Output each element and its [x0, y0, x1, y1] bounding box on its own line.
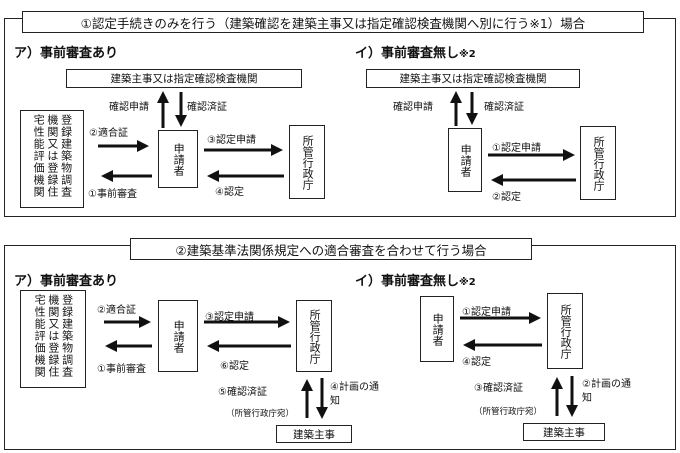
- s1-right-heading-text: イ）事前審査無し: [355, 46, 460, 61]
- s2-left-office-label: 所管行政庁: [308, 308, 322, 364]
- s1-left-eval-label: 登録建築物調査機関又は登録住宅性能評価機関: [32, 114, 73, 198]
- s1-left-cert-request: ③認定申請: [207, 135, 256, 146]
- s1-right-heading: イ）事前審査無し※2: [355, 42, 476, 61]
- s2-left-applicant-label: 申請者: [172, 319, 186, 353]
- s2-right-heading-text: イ）事前審査無し: [355, 274, 460, 289]
- s2-left-applicant-box: 申請者: [158, 300, 198, 372]
- s1-right-confirm-done: 確認済証: [484, 102, 524, 113]
- s2-left-pre-review: ①事前審査: [97, 364, 146, 375]
- s1-left-applicant-box: 申請者: [158, 130, 198, 188]
- s2-left-office-note: （所管行政庁宛）: [226, 409, 295, 419]
- s1-left-conformity: ②適合証: [89, 128, 128, 139]
- s2-left-cert-request: ③認定申請: [205, 312, 254, 323]
- s1-left-cert: ④認定: [215, 187, 244, 198]
- s1-left-office-label: 所管行政庁: [301, 134, 315, 190]
- s1-right-applicant-box: 申請者: [448, 128, 482, 192]
- s2-right-office-box: 所管行政庁: [547, 293, 583, 369]
- s1-right-applicant-label: 申請者: [459, 143, 473, 177]
- s1-left-applicant-label: 申請者: [172, 142, 186, 176]
- s2-left-eval-label: 登録建築物調査機関又は登録住宅性能評価機関: [33, 294, 74, 378]
- s1-left-confirm-done: 確認済証: [187, 102, 227, 113]
- s2-right-heading-note: ※2: [459, 277, 476, 288]
- s2-right-applicant-label: 申請者: [431, 312, 445, 346]
- s1-right-heading-note: ※2: [459, 49, 476, 60]
- section1-panel: [4, 18, 676, 217]
- s1-right-office-label: 所管行政庁: [592, 135, 606, 191]
- section1-title: ①認定手続きのみを行う（建築確認を建築主事又は指定確認検査機関へ別に行う※1）場…: [22, 11, 644, 33]
- s1-left-pre-review: ①事前審査: [88, 189, 137, 200]
- s1-right-cert-request: ①認定申請: [492, 143, 541, 154]
- s1-left-eval-box: 登録建築物調査機関又は登録住宅性能評価機関: [20, 110, 84, 208]
- s2-right-office-label: 所管行政庁: [559, 303, 573, 359]
- s2-left-eval-box: 登録建築物調査機関又は登録住宅性能評価機関: [20, 290, 86, 388]
- s1-left-top-box: 建築主事又は指定確認検査機関: [66, 69, 302, 88]
- s2-left-bottom-box: 建築主事: [276, 425, 352, 443]
- s1-right-cert: ②認定: [492, 192, 521, 203]
- s2-left-confirm-done: ⑤確認済証: [218, 387, 267, 398]
- s1-left-office-box: 所管行政庁: [289, 125, 325, 199]
- s2-right-confirm-done: ③確認済証: [474, 383, 523, 394]
- s2-right-cert-request: ①認定申請: [462, 307, 511, 318]
- s2-right-bottom-box: 建築主事: [523, 423, 605, 441]
- s2-left-cert: ⑥認定: [220, 361, 249, 372]
- s2-right-applicant-box: 申請者: [420, 296, 454, 362]
- s1-left-heading: ア）事前審査あり: [14, 46, 119, 61]
- s2-right-cert: ④認定: [462, 357, 491, 368]
- s1-right-top-box: 建築主事又は指定確認検査機関: [366, 69, 580, 88]
- s2-left-conformity: ②適合証: [97, 305, 136, 316]
- s2-right-heading: イ）事前審査無し※2: [355, 270, 476, 289]
- s2-right-plan-notice: ②計画の通知: [582, 379, 631, 404]
- s1-left-confirm-request: 確認申請: [109, 102, 149, 113]
- s2-right-office-note: （所管行政庁宛）: [474, 407, 543, 417]
- s1-right-office-box: 所管行政庁: [580, 126, 616, 200]
- section2-title: ②建築基準法関係規定への適合審査を合わせて行う場合: [130, 238, 532, 260]
- s2-left-office-box: 所管行政庁: [296, 300, 332, 372]
- s1-right-confirm-request: 確認申請: [393, 102, 433, 113]
- s2-left-heading: ア）事前審査あり: [14, 274, 119, 289]
- s2-left-plan-notice: ④計画の通知: [330, 382, 379, 407]
